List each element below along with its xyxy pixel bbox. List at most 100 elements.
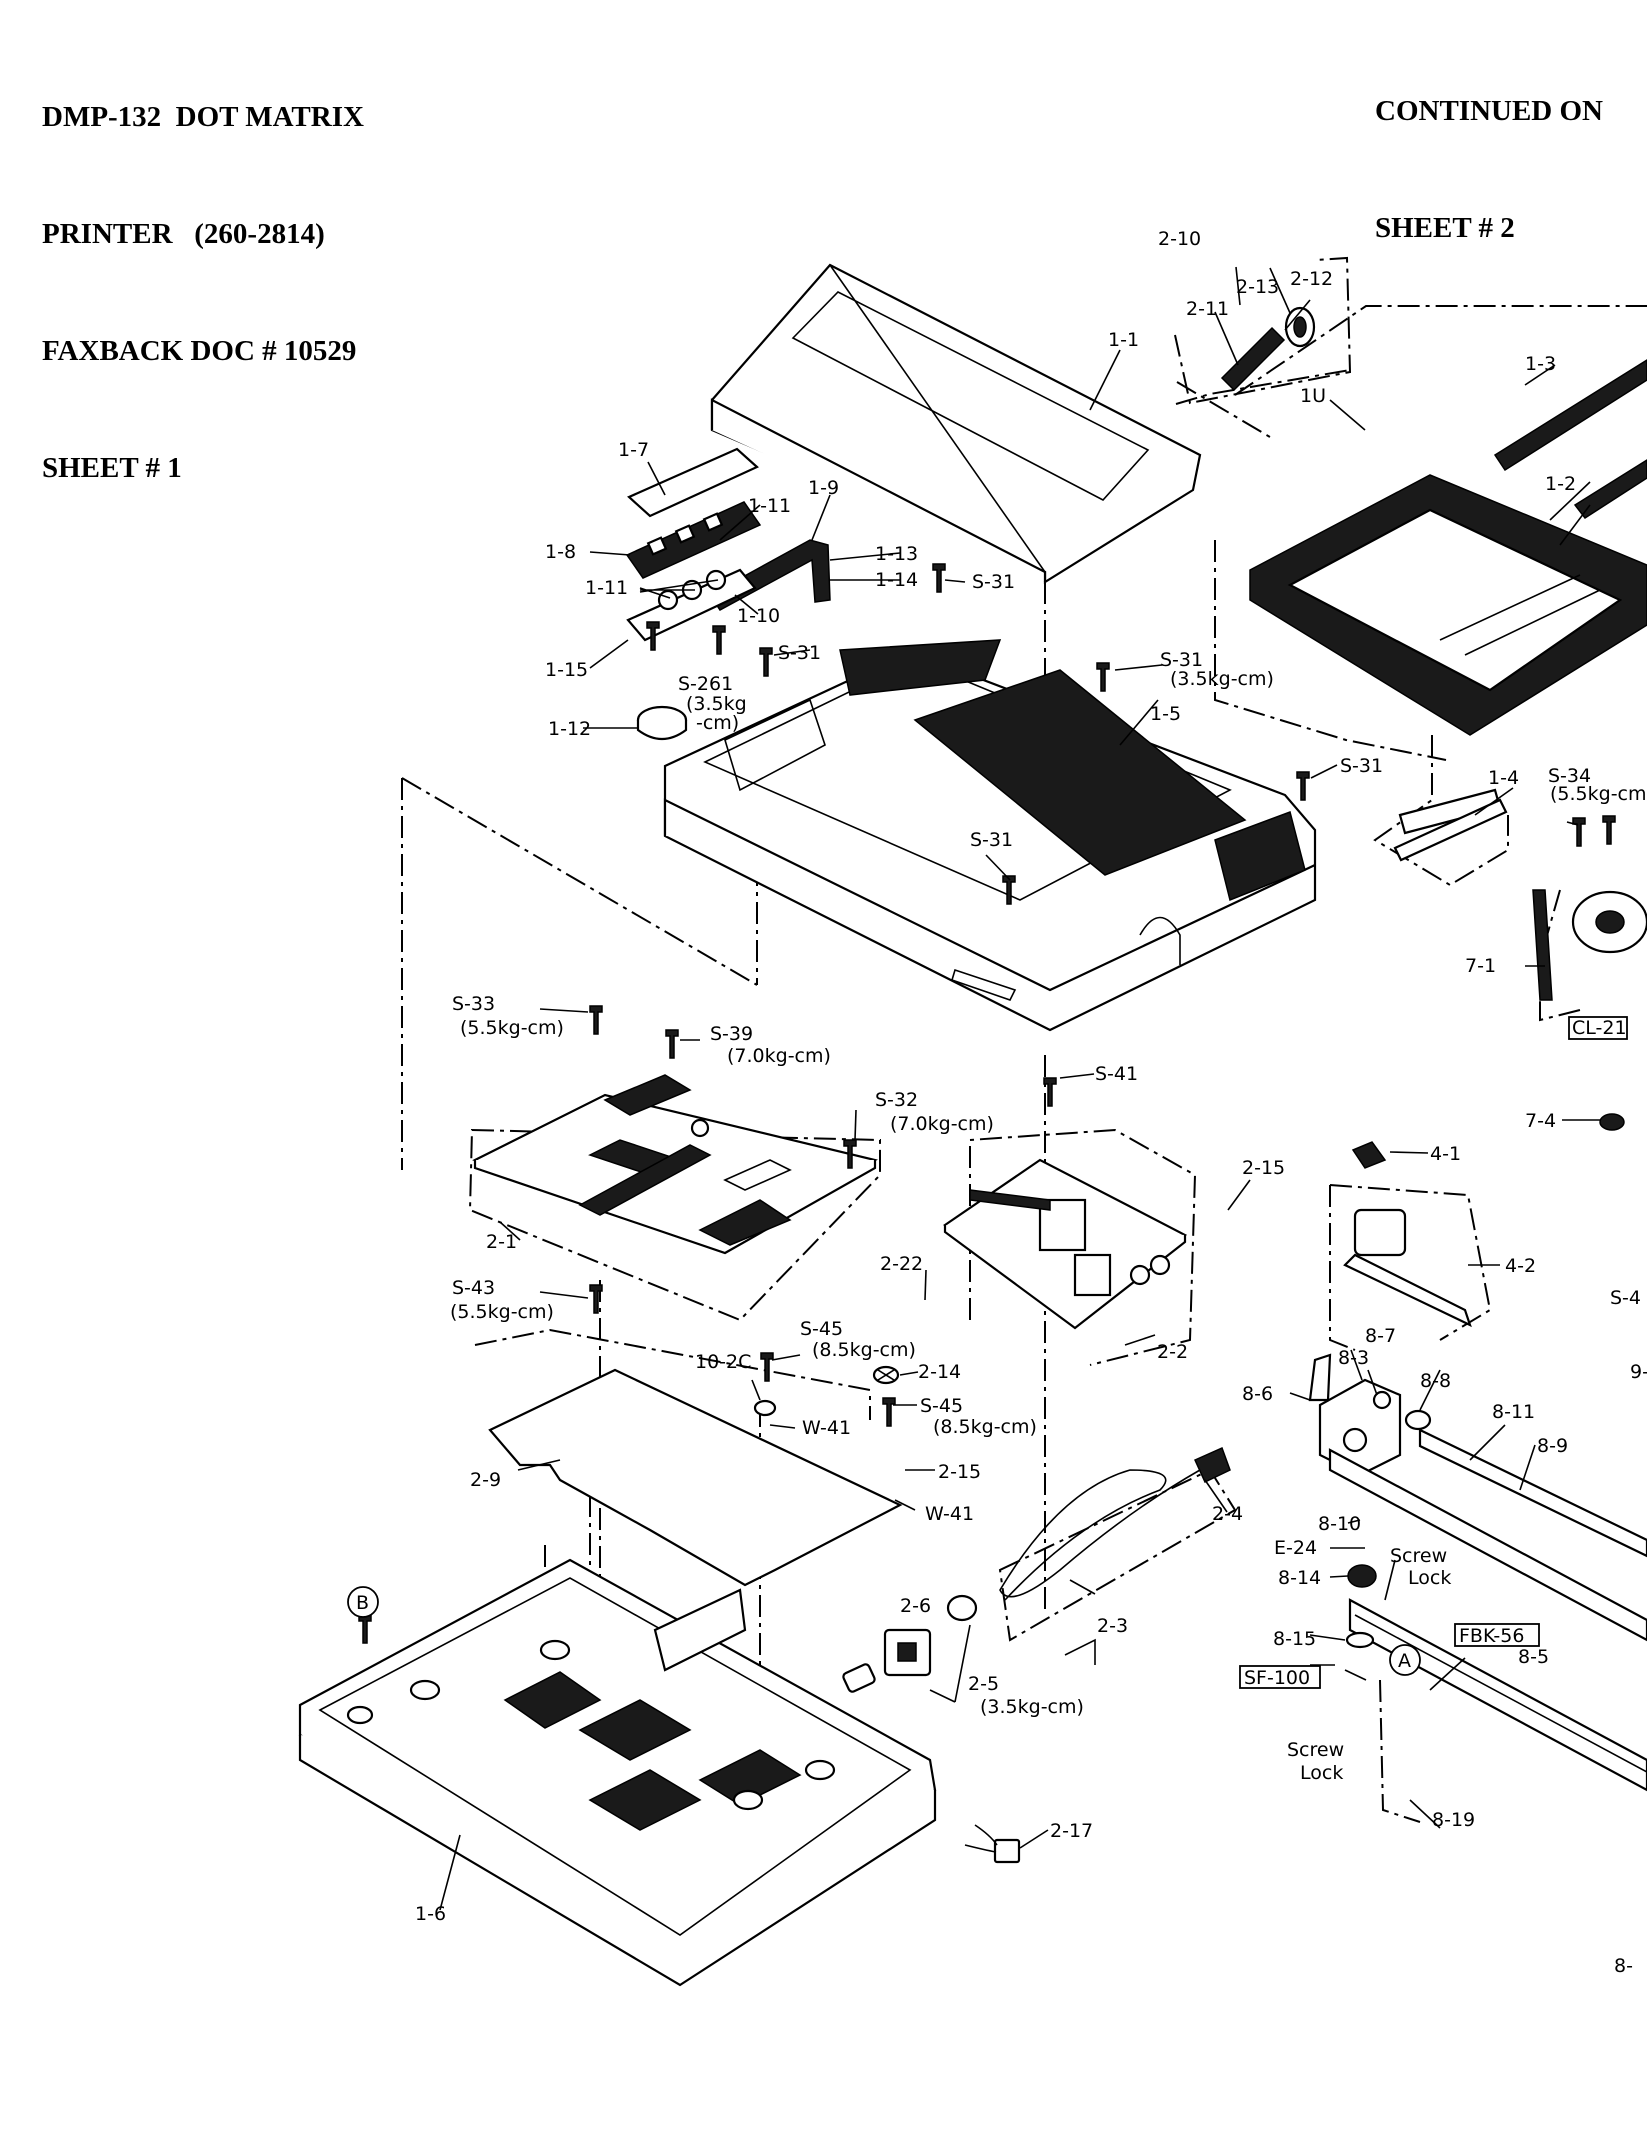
- continued-sheet-line: SHEET # 2: [1375, 212, 1515, 244]
- label-8-14: 8-14: [1278, 1567, 1321, 1589]
- panel-1-7-1-8: [625, 447, 762, 579]
- header-model-line: DMP-132 DOT MATRIX: [42, 101, 364, 133]
- label-10-2c: 10-2C: [695, 1351, 751, 1373]
- label-2-5-torque: (3.5kg-cm): [980, 1696, 1084, 1718]
- gear-8-14: [1347, 1564, 1377, 1588]
- upper-case-1-5: [663, 639, 1317, 1032]
- label-1-12: 1-12: [548, 718, 591, 740]
- label-s-31-mid: S-31: [1160, 649, 1203, 671]
- label-1-11-top: 1-11: [748, 495, 791, 517]
- label-s-4: S-4: [1610, 1287, 1641, 1309]
- label-7-1: 7-1: [1465, 955, 1496, 977]
- label-s-32-torque: (7.0kg-cm): [890, 1113, 994, 1135]
- shield-plate-2-9: [488, 1368, 903, 1587]
- header-sheet-line: SHEET # 1: [42, 452, 182, 484]
- label-8-11: 8-11: [1492, 1401, 1535, 1423]
- label-s-31-bottom: S-31: [970, 829, 1013, 851]
- label-s-32: S-32: [875, 1089, 918, 1111]
- washer-8-15: [1345, 1631, 1375, 1649]
- knob-assembly-2-10: [1220, 306, 1316, 392]
- label-8-3: 8-3: [1338, 1347, 1369, 1369]
- label-screw-lock-a-1: Screw: [1390, 1545, 1447, 1567]
- motor-bracket-4-2: [1343, 1208, 1472, 1328]
- label-s-45-mid-torque: (8.5kg-cm): [933, 1416, 1037, 1438]
- label-8-5: 8-5: [1518, 1646, 1549, 1668]
- label-s-31-mid-torque: (3.5kg-cm): [1170, 668, 1274, 690]
- header-catalog-line: PRINTER (260-2814): [42, 218, 325, 250]
- label-2-22: 2-22: [880, 1253, 923, 1275]
- label-8-6: 8-6: [1242, 1383, 1273, 1405]
- label-s-41: S-41: [1095, 1063, 1138, 1085]
- label-s-45-top-torque: (8.5kg-cm): [812, 1339, 916, 1361]
- label-2-1: 2-1: [486, 1231, 517, 1253]
- label-sf-100: SF-100: [1244, 1667, 1310, 1689]
- label-2-13: 2-13: [1236, 276, 1279, 298]
- power-cord-2-3: [999, 1446, 1231, 1601]
- label-1-14: 1-14: [875, 569, 918, 591]
- label-s-261-torque-2: -cm): [696, 712, 739, 734]
- label-s-31-top: S-31: [972, 571, 1015, 593]
- label-2-15-bottom: 2-15: [938, 1461, 981, 1483]
- label-8-edge: 8-: [1614, 1955, 1633, 1977]
- label-w-41-top: W-41: [802, 1417, 851, 1439]
- buzzer-1-12: [636, 705, 688, 741]
- continued-on-line: CONTINUED ON: [1375, 95, 1603, 127]
- shaft-1-4: [1393, 798, 1508, 862]
- rail-8-5: [1348, 1598, 1647, 1792]
- label-4-2: 4-2: [1505, 1255, 1536, 1277]
- label-8-15: 8-15: [1273, 1628, 1316, 1650]
- label-9: 9-: [1630, 1361, 1647, 1383]
- header-title-block: DMP-132 DOT MATRIX PRINTER (260-2814) FA…: [42, 20, 364, 527]
- label-2-3: 2-3: [1097, 1615, 1128, 1637]
- label-1-8: 1-8: [545, 541, 576, 563]
- label-s-39-torque: (7.0kg-cm): [727, 1045, 831, 1067]
- sensor-4-1: [1351, 1141, 1387, 1169]
- label-w-41-bottom: W-41: [925, 1503, 974, 1525]
- label-1-9: 1-9: [808, 477, 839, 499]
- label-a: A: [1398, 1650, 1411, 1672]
- label-8-7: 8-7: [1365, 1325, 1396, 1347]
- label-1-4: 1-4: [1488, 767, 1519, 789]
- label-2-17: 2-17: [1050, 1820, 1093, 1842]
- label-1-2: 1-2: [1545, 473, 1576, 495]
- motor-7-1: [1532, 889, 1647, 1001]
- label-2-6: 2-6: [900, 1595, 931, 1617]
- label-s-31-left: S-31: [778, 642, 821, 664]
- label-s-33-torque: (5.5kg-cm): [460, 1017, 564, 1039]
- screws: [358, 563, 1625, 1644]
- label-e-24: E-24: [1274, 1537, 1317, 1559]
- label-b: B: [356, 1592, 369, 1614]
- label-screw-lock-a-2: Lock: [1408, 1567, 1451, 1589]
- label-8-8: 8-8: [1420, 1370, 1451, 1392]
- part-labels: 2-10 2-13 2-12 2-11 1-1 1U 1-3 1-7 1-9 1…: [356, 228, 1647, 1977]
- label-cl-21: CL-21: [1572, 1017, 1627, 1039]
- label-2-12: 2-12: [1290, 268, 1333, 290]
- label-8-10: 8-10: [1318, 1513, 1361, 1535]
- label-s-31-right: S-31: [1340, 755, 1383, 777]
- label-1-11-left: 1-11: [585, 577, 628, 599]
- header-faxback-line: FAXBACK DOC # 10529: [42, 335, 357, 367]
- label-2-5: 2-5: [968, 1673, 999, 1695]
- label-s-43: S-43: [452, 1277, 495, 1299]
- label-2-14: 2-14: [918, 1361, 961, 1383]
- label-1u: 1U: [1300, 385, 1326, 407]
- carriage-8-10: [1308, 1353, 1432, 1477]
- main-pcb-2-1: [472, 1074, 878, 1255]
- bottom-case-1-6: [298, 1558, 937, 1987]
- label-frames: [347, 1016, 1628, 1689]
- label-s-261-torque-1: (3.5kg: [686, 693, 747, 715]
- guide-shaft-8-9: [1328, 1428, 1647, 1642]
- power-switch-2-17: [964, 1824, 1021, 1864]
- label-s-261: S-261: [678, 673, 733, 695]
- label-s-43-torque: (5.5kg-cm): [450, 1301, 554, 1323]
- label-2-10: 2-10: [1158, 228, 1201, 250]
- power-supply-2-2: [943, 1158, 1188, 1330]
- tractor-assembly-1-2: [1249, 359, 1647, 835]
- label-1-1: 1-1: [1108, 329, 1139, 351]
- label-screw-lock-b-1: Screw: [1287, 1739, 1344, 1761]
- leader-lines: [439, 266, 1600, 1911]
- label-s-34-torque: (5.5kg-cm: [1550, 783, 1647, 805]
- label-2-15-top: 2-15: [1242, 1157, 1285, 1179]
- label-1-15: 1-15: [545, 659, 588, 681]
